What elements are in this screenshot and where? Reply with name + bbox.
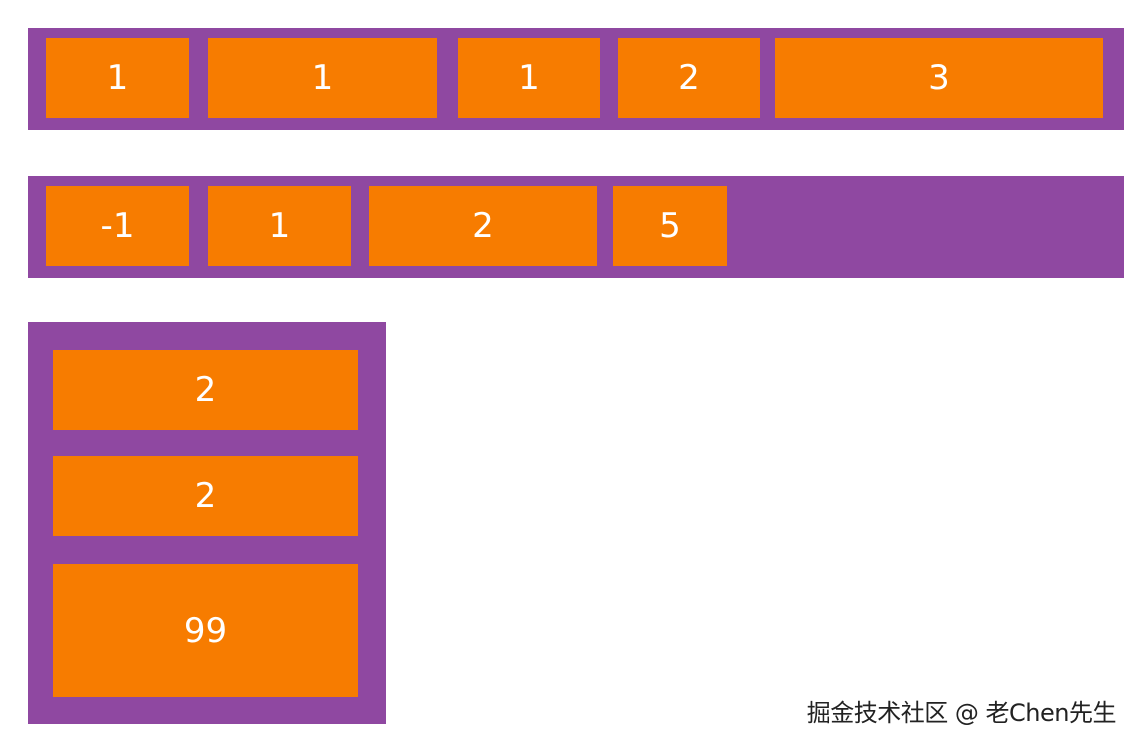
flex-item: 2 <box>53 350 358 430</box>
flex-item: 1 <box>46 38 189 118</box>
flex-item: 1 <box>208 186 351 266</box>
flex-row-container-1: 1 1 1 2 3 <box>28 28 1124 130</box>
flex-item: 2 <box>618 38 760 118</box>
flex-row-container-2: -1 1 2 5 <box>28 176 1124 278</box>
flex-item: 3 <box>775 38 1103 118</box>
flex-item: 1 <box>208 38 437 118</box>
flex-column-container: 2 2 99 <box>28 322 386 724</box>
flex-item: 99 <box>53 564 358 697</box>
flex-item: 2 <box>53 456 358 536</box>
flex-item: 5 <box>613 186 727 266</box>
watermark: 掘金技术社区 @ 老Chen先生 <box>806 699 1117 727</box>
flex-item: -1 <box>46 186 189 266</box>
flex-item: 2 <box>369 186 597 266</box>
flex-item: 1 <box>458 38 600 118</box>
